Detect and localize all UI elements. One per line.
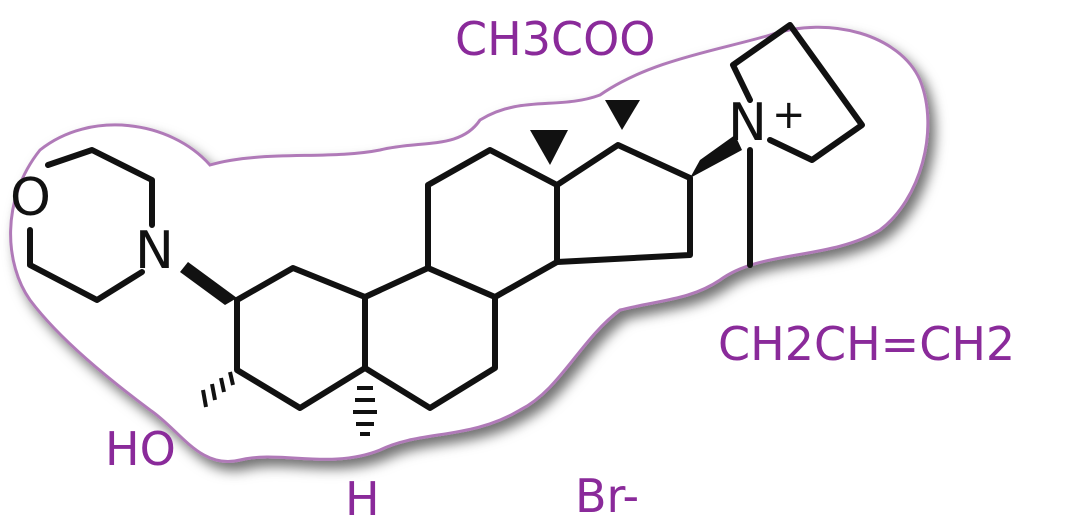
quaternary-nitrogen-label: N [728,93,767,153]
morpholine-ring [45,147,155,228]
morpholine-ring-lower [27,227,145,303]
wedge-c17 [605,100,640,130]
pyrrolidine-ring [730,22,865,163]
wedge-c16-n [690,135,742,178]
wedge-n-ring-a [180,262,237,305]
stereo-wedges [180,100,742,305]
hashed-bonds [201,371,377,436]
acetate-label: CH3COO [455,12,656,66]
bromide-label: Br- [575,469,639,522]
hydroxyl-label: HO [105,422,176,476]
allyl-label: CH2CH=CH2 [718,317,1015,371]
bond-lines [27,22,865,411]
plus-charge-label: + [772,92,806,138]
wedge-c13 [530,130,568,165]
ring-c [425,147,560,300]
hydrogen-label: H [345,472,380,522]
oxygen-atom-label: O [10,168,51,228]
ring-b [362,265,498,411]
morpholine-nitrogen-label: N [135,221,174,281]
